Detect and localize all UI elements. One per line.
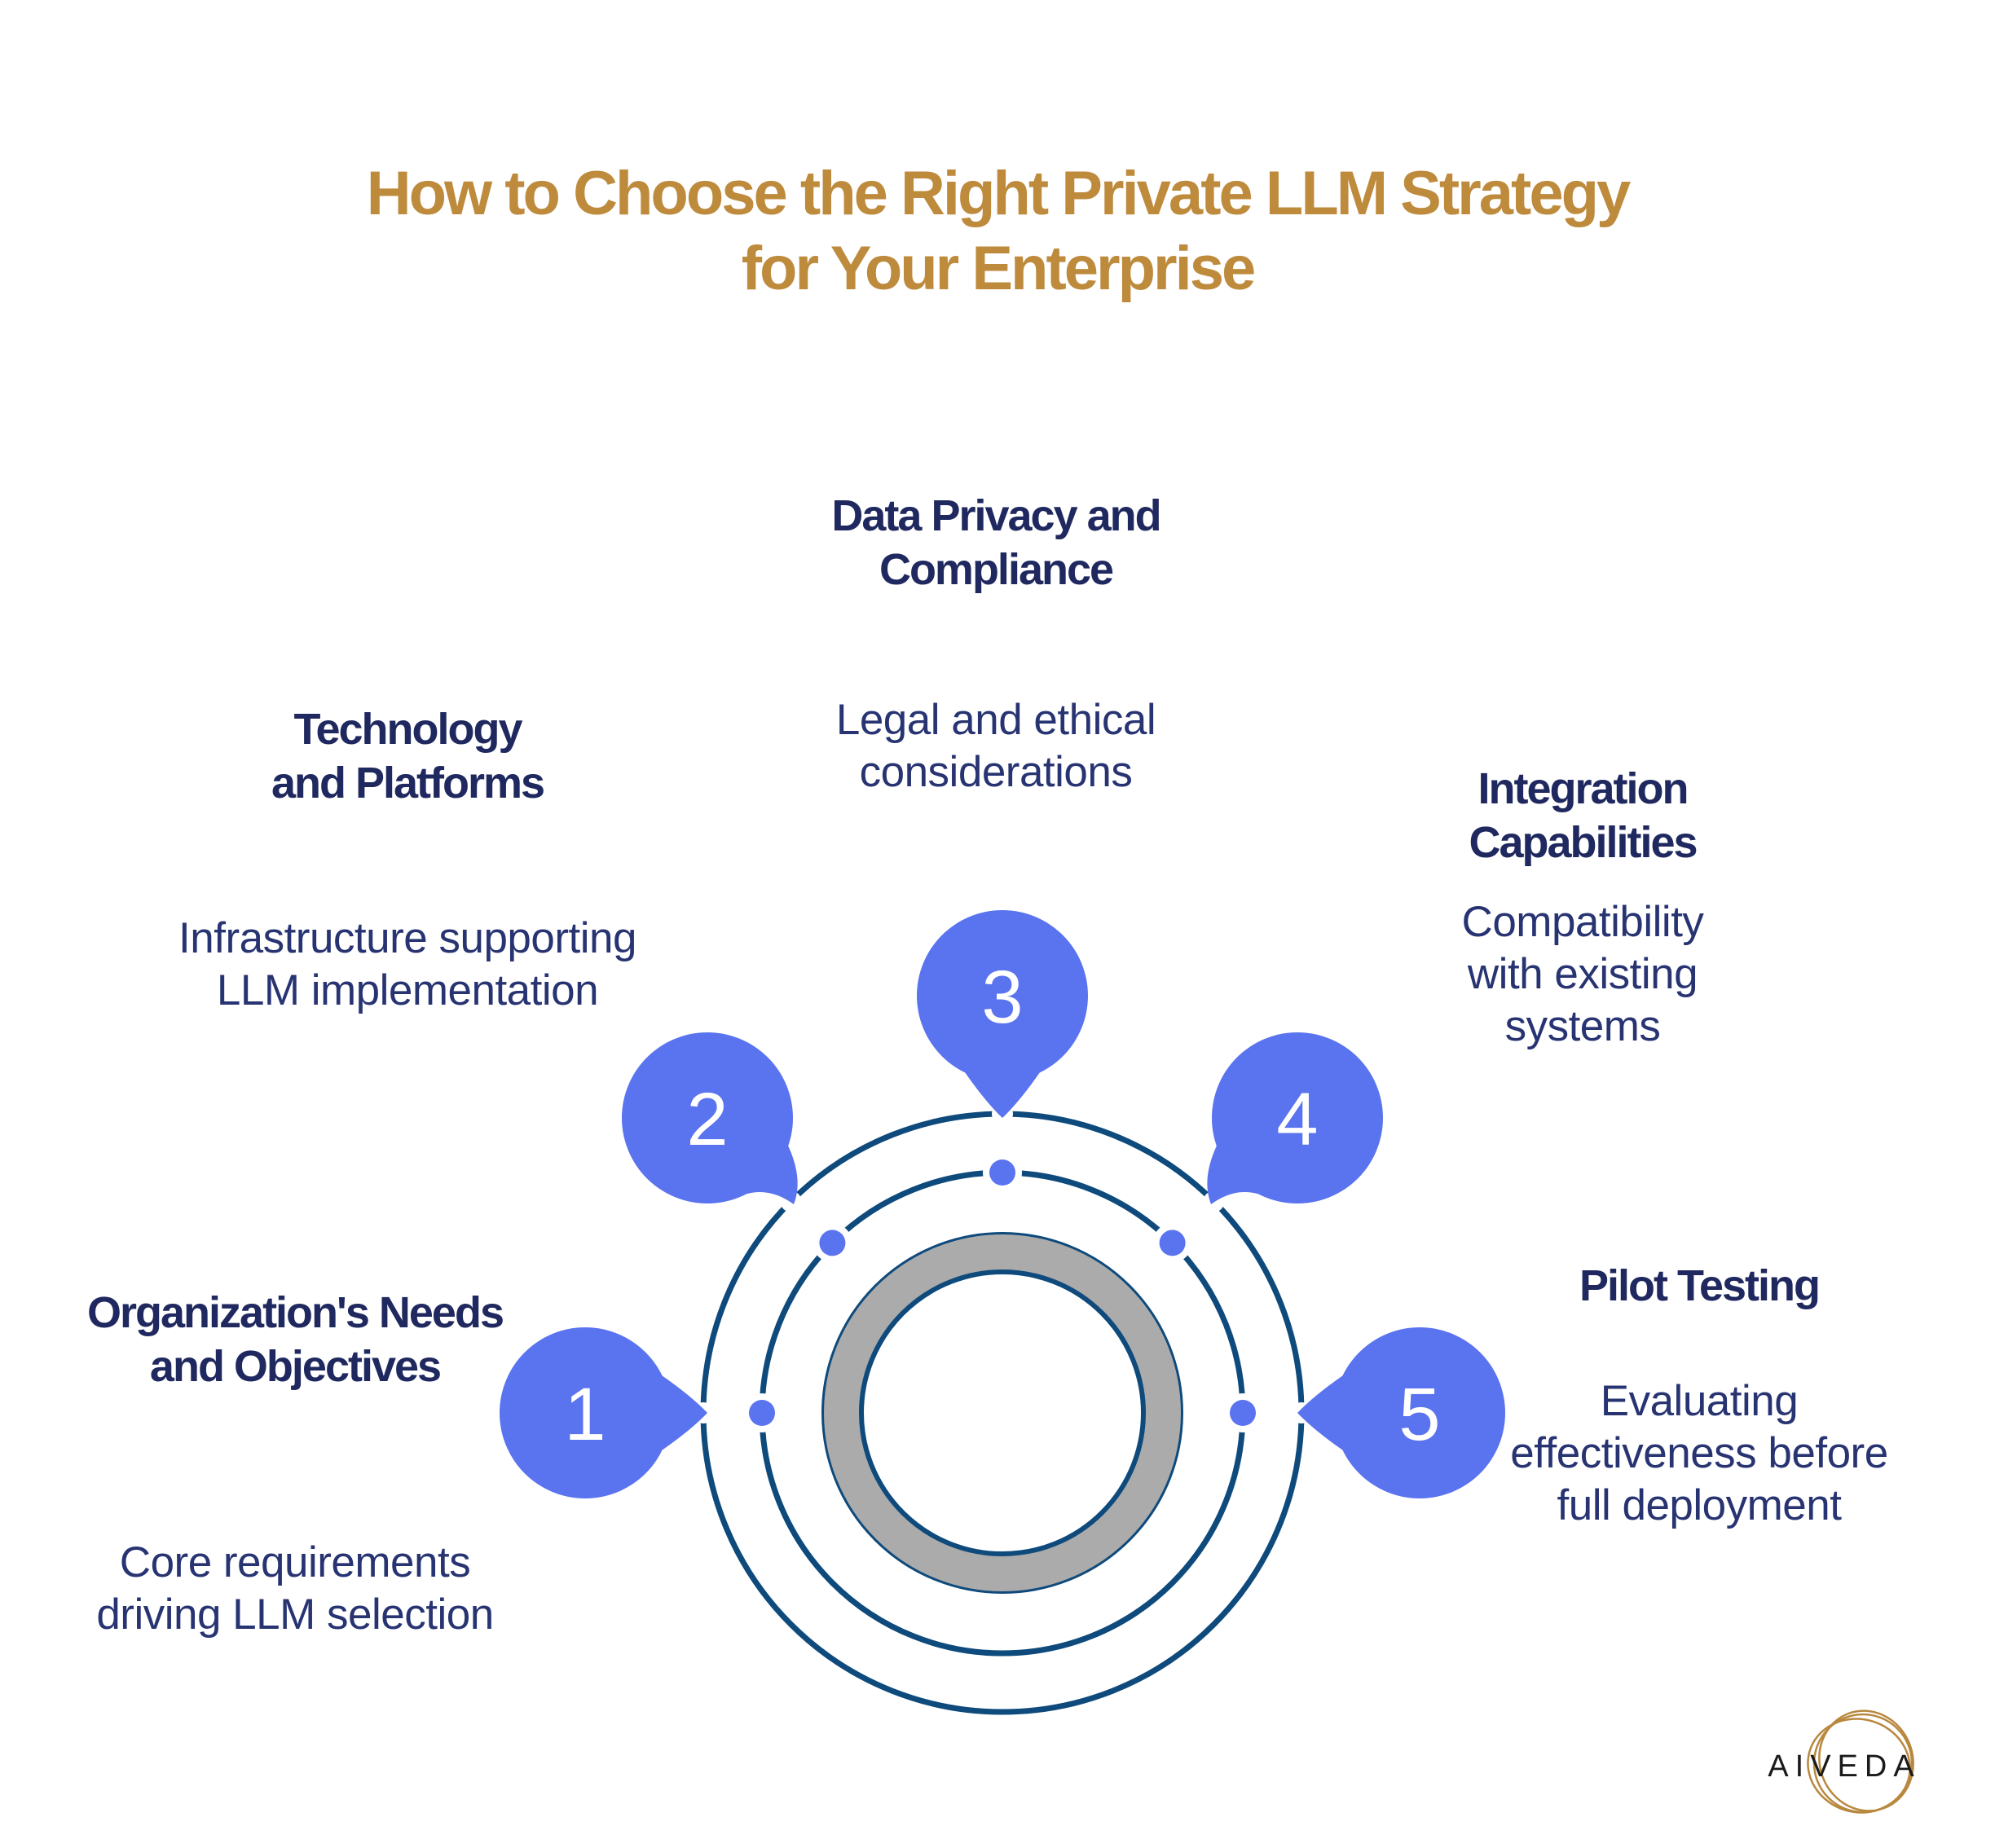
page-title-line2: for Your Enterprise	[741, 234, 1257, 303]
inner-gray-ring	[824, 1234, 1181, 1591]
bubble-5-number: 5	[1398, 1373, 1440, 1456]
number-bubble-1	[500, 1327, 671, 1498]
spoke-4-heading: Integration Capabilities	[1469, 764, 1698, 867]
spoke-2-body: Infrastructure supporting LLM implementa…	[178, 914, 636, 1014]
bubble-3-number: 3	[981, 956, 1023, 1039]
spoke-5-body: Evaluating effectiveness before full dep…	[1510, 1377, 1888, 1529]
logo-circles-icon	[1807, 1709, 1914, 1814]
orbit-dot-4	[1159, 1230, 1186, 1256]
page-title: How to Choose the Right Private LLM Stra…	[0, 156, 1995, 306]
spoke-3-heading: Data Privacy and Compliance	[831, 491, 1161, 594]
number-bubble-3	[917, 910, 1088, 1081]
inner-gray-ring-inner-edge	[859, 1269, 1146, 1556]
bubble-5-tail	[1297, 1375, 1343, 1450]
orbit-dot-1	[749, 1400, 775, 1426]
page-title-line1: How to Choose the Right Private LLM Stra…	[366, 159, 1632, 228]
bubble-1-tail	[662, 1375, 707, 1450]
bubble-4-number: 4	[1276, 1078, 1318, 1161]
number-bubble-4	[1212, 1032, 1383, 1203]
orbit-dot-2	[819, 1230, 846, 1256]
spoke-2-heading: Technology and Platforms	[271, 705, 545, 807]
spoke-1-body: Core requirements driving LLM selection	[96, 1538, 494, 1639]
logo-text: AIVEDA	[1768, 1749, 1920, 1784]
spoke-1-heading: Organization's Needs and Objectives	[87, 1288, 504, 1391]
spoke-5-heading: Pilot Testing	[1579, 1261, 1821, 1310]
bubble-3-tail	[965, 1072, 1040, 1118]
brand-logo: AIVEDA	[1768, 1709, 1920, 1814]
bubble-1-number: 1	[564, 1373, 606, 1456]
orbit-dot-3	[989, 1159, 1015, 1186]
number-bubble-2	[622, 1032, 793, 1203]
orbit-dot-5	[1230, 1400, 1256, 1426]
number-bubble-5	[1334, 1327, 1505, 1498]
bubble-2-number: 2	[686, 1078, 728, 1161]
spoke-4-body: Compatibility with existing systems	[1461, 898, 1704, 1050]
spoke-3-body: Legal and ethical considerations	[835, 696, 1156, 796]
